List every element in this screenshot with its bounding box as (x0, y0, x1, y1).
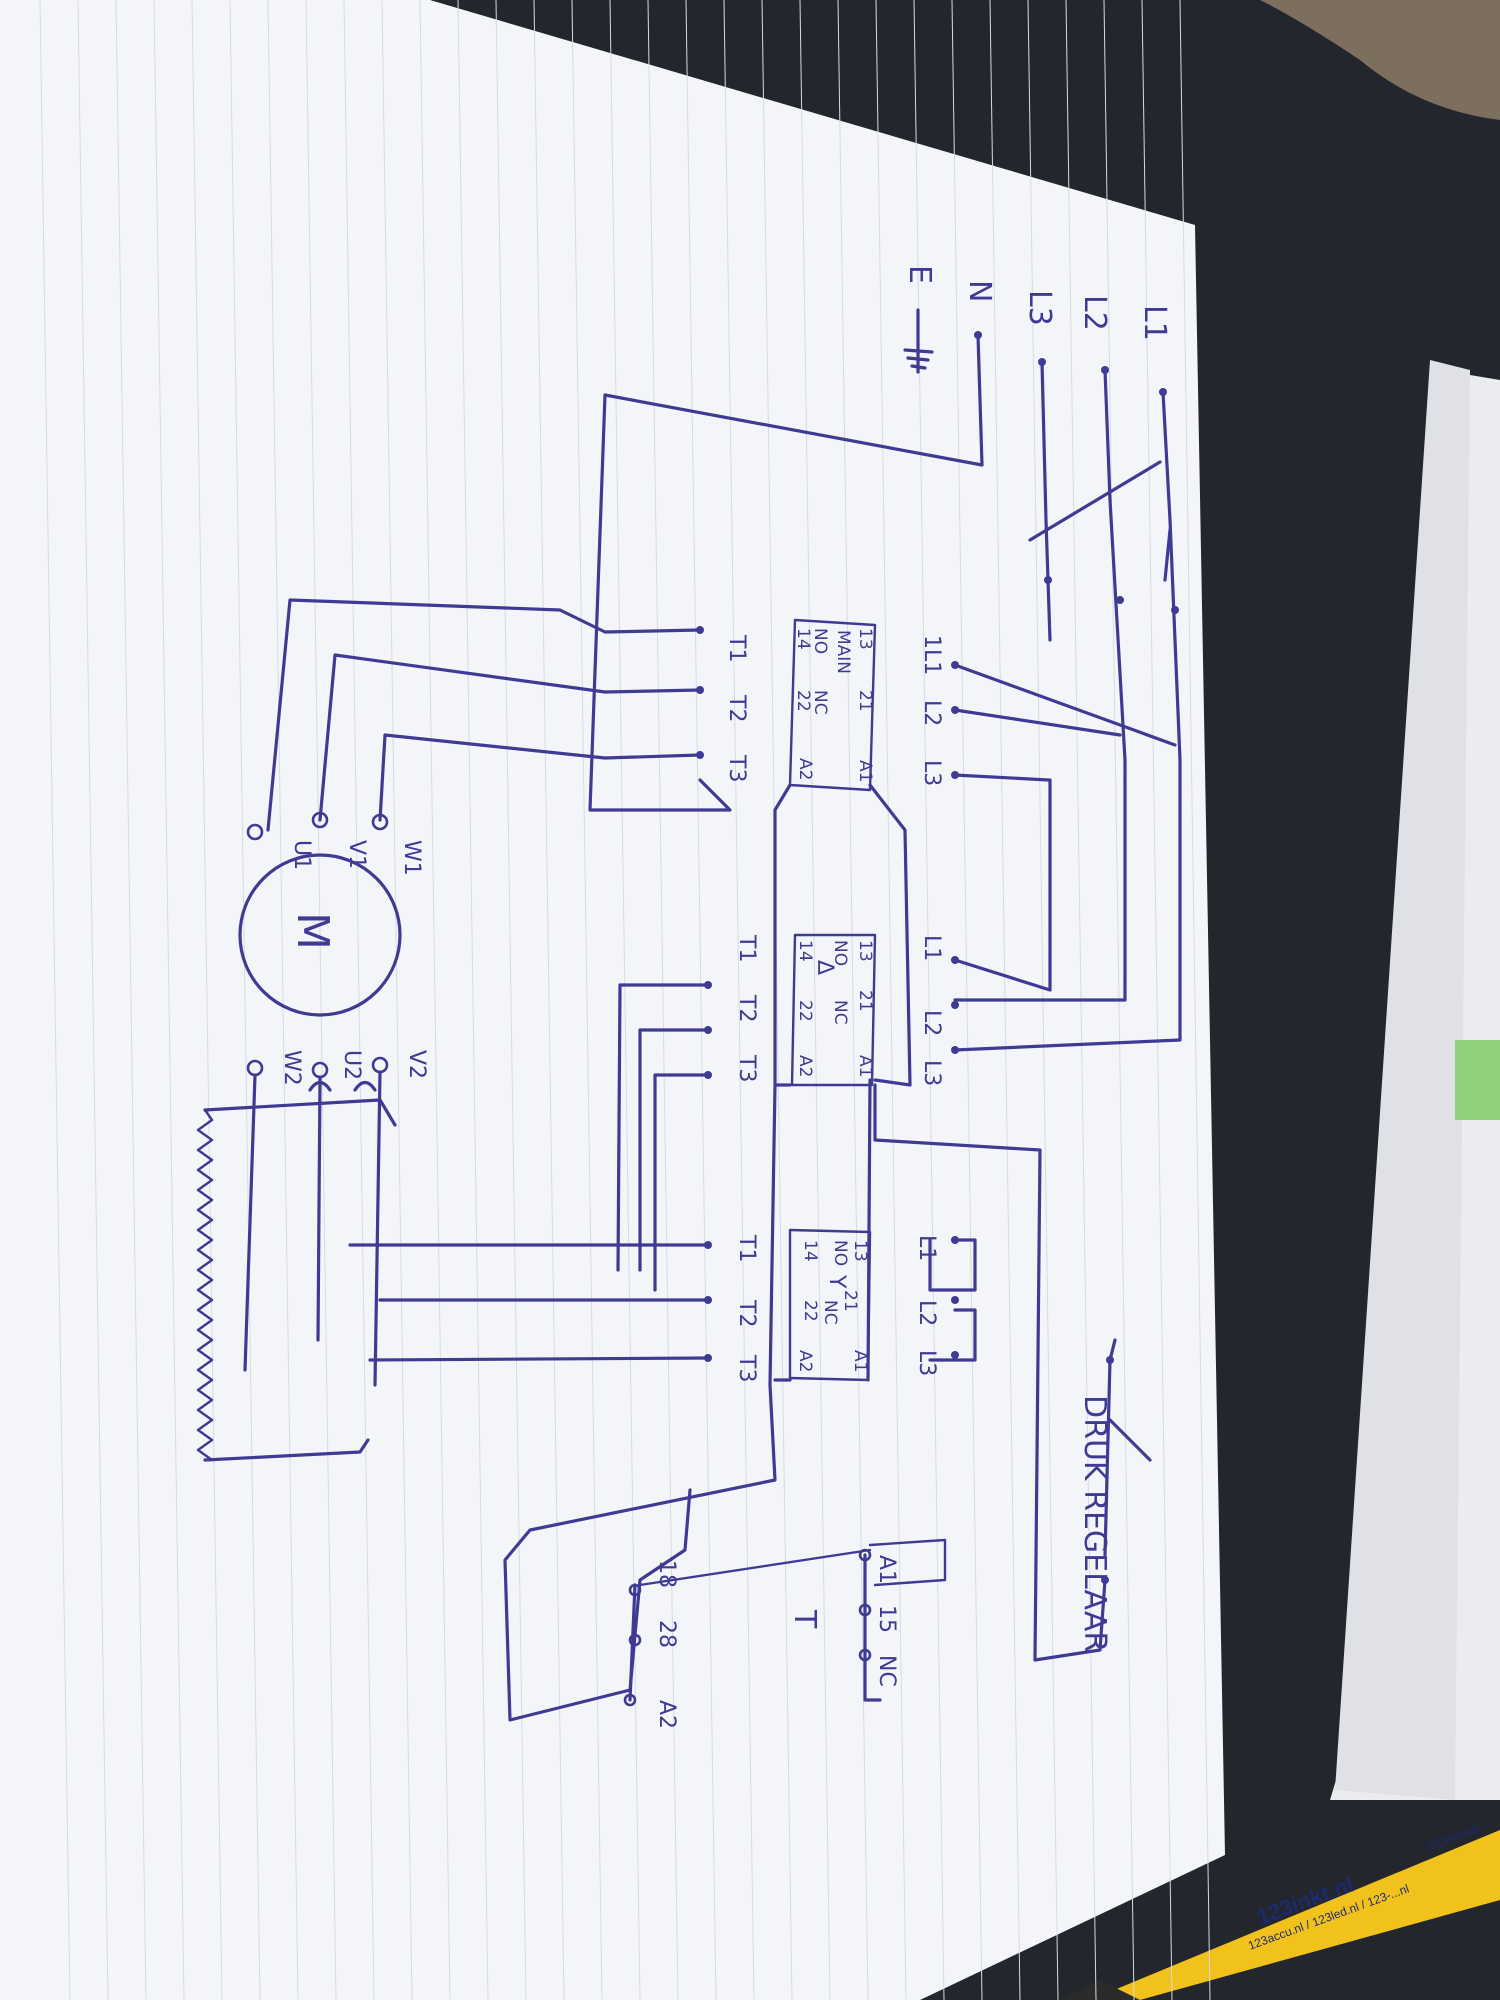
delta-aux-21: 21 (855, 990, 875, 1012)
main-aux-21: 21 (855, 690, 875, 712)
main-load-T3: T3 (724, 754, 749, 782)
timer-15: 15 (874, 1605, 899, 1633)
star-aux-14: 14 (800, 1240, 820, 1262)
delta-aux-NC: NC (830, 1000, 850, 1025)
timer-18: 18 (654, 1560, 679, 1588)
delta-load-T1: T1 (734, 934, 759, 962)
star-coil-A1: A1 (850, 1350, 870, 1372)
star-aux-NC: NC (820, 1300, 840, 1325)
star-aux-13: 13 (850, 1240, 870, 1262)
main-aux-13: 13 (855, 628, 875, 650)
star-load-T2: T2 (734, 1299, 759, 1327)
main-load-T1: T1 (724, 634, 749, 662)
star-load-T3: T3 (734, 1354, 759, 1382)
star-aux-NO: NO (830, 1240, 850, 1266)
timer-A1: A1 (874, 1555, 899, 1584)
main-load-T2: T2 (724, 694, 749, 722)
background-objects: 123inkt.nl 123accu.nl / 123led.nl / 123-… (1060, 0, 1500, 2000)
label-L2: L2 (1077, 295, 1112, 331)
motor-feed-wires (266, 393, 732, 832)
motor-U1: U1 (289, 840, 314, 870)
label-E: E (902, 265, 937, 284)
timer-A2: A2 (654, 1700, 679, 1729)
paper-grid (39, 0, 1211, 2000)
motor-circle (238, 853, 402, 1017)
delta-contactor: L1 L2 L3 T1 T2 T3 A1 A2 13 21 NO NC Δ 14… (616, 758, 1182, 1292)
star-coil-A2: A2 (795, 1350, 815, 1372)
motor: M W1 V1 U1 W2 U2 V2 (238, 811, 429, 1387)
main-name: MAIN (833, 630, 853, 674)
fur-object (1260, 0, 1500, 120)
main-aux-22: 22 (793, 690, 813, 712)
yellow-pen: 123inkt.nl 123accu.nl / 123led.nl / 123-… (1060, 1821, 1500, 2000)
main-aux-NC: NC (810, 690, 830, 715)
main-supply-L3: L3 (919, 760, 944, 786)
timer-symbol: T (787, 1609, 822, 1629)
main-coil-A1: A1 (855, 760, 875, 782)
main-coil-A2: A2 (795, 758, 815, 780)
timer-28: 28 (654, 1620, 679, 1648)
motor-W2: W2 (279, 1050, 304, 1086)
motor-V1: V1 (344, 840, 369, 869)
delta-supply-L3: L3 (919, 1060, 944, 1086)
label-N: N (962, 280, 997, 302)
delta-aux-13: 13 (855, 940, 875, 962)
star-bridge (196, 1080, 397, 1462)
main-supply-L2: L2 (919, 700, 944, 726)
timer-NC: NC (874, 1655, 899, 1687)
delta-aux-14: 14 (795, 940, 815, 962)
star-contactor: L1 L2 L3 T1 T2 T3 A1 A2 13 21 NO NC Y 14… (368, 1228, 977, 1382)
paper-sheet (0, 0, 1225, 2000)
delta-aux-22: 22 (795, 1000, 815, 1022)
motor-V2: V2 (404, 1050, 429, 1079)
pressure-switch-label: DRUK REGELAAR (1077, 1395, 1112, 1652)
delta-load-T3: T3 (734, 1054, 759, 1082)
delta-symbol: Δ (812, 960, 837, 975)
star-supply-L2: L2 (914, 1300, 939, 1326)
label-L1: L1 (1137, 305, 1172, 341)
main-aux-NO: NO (810, 628, 830, 654)
delta-coil-A1: A1 (855, 1055, 875, 1077)
motor-U2: U2 (339, 1050, 364, 1080)
star-load-T1: T1 (734, 1234, 759, 1262)
motor-W1: W1 (399, 840, 424, 876)
control-wiring: DRUK REGELAAR (503, 783, 1152, 1722)
star-supply-L3: L3 (914, 1350, 939, 1376)
motor-symbol: M (287, 912, 338, 950)
delta-supply-L1: L1 (919, 935, 944, 961)
timer-relay: A1 15 NC T 18 28 A2 (623, 1538, 947, 1729)
star-supply-L1: L1 (914, 1235, 939, 1261)
star-symbol: Y (824, 1274, 849, 1289)
label-L3: L3 (1022, 290, 1057, 326)
star-aux-21: 21 (840, 1290, 860, 1312)
main-contactor: 1L1 L2 L3 T1 T2 T3 A1 A2 13 21 MAIN NO N… (603, 618, 1177, 792)
delta-supply-L2: L2 (919, 1010, 944, 1036)
delta-aux-NO: NO (830, 940, 850, 966)
supply-section: L1 L2 L3 N E (603, 265, 1182, 762)
main-supply-1L1: 1L1 (919, 635, 944, 675)
main-aux-14: 14 (793, 628, 813, 650)
motor-picture (1455, 1040, 1500, 1120)
delta-coil-A2: A2 (795, 1055, 815, 1077)
star-aux-22: 22 (800, 1300, 820, 1322)
delta-load-T2: T2 (734, 994, 759, 1022)
